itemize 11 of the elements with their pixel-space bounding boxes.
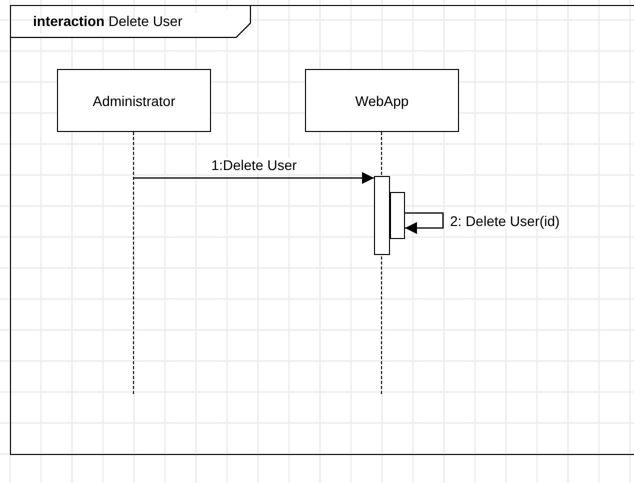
lifeline-head-box [57,69,211,132]
lifeline-head-box [305,69,459,132]
frame-title: interaction Delete User [33,13,182,29]
activation-bar [374,176,390,255]
message-label: 2: Delete User(id) [449,212,561,228]
lifeline [133,132,134,394]
participant-name: WebApp [355,92,409,108]
participant-name: Administrator [92,92,176,108]
interaction-frame [10,5,634,455]
activation-bar [390,192,405,239]
message-label: 1:Delete User [210,157,298,173]
